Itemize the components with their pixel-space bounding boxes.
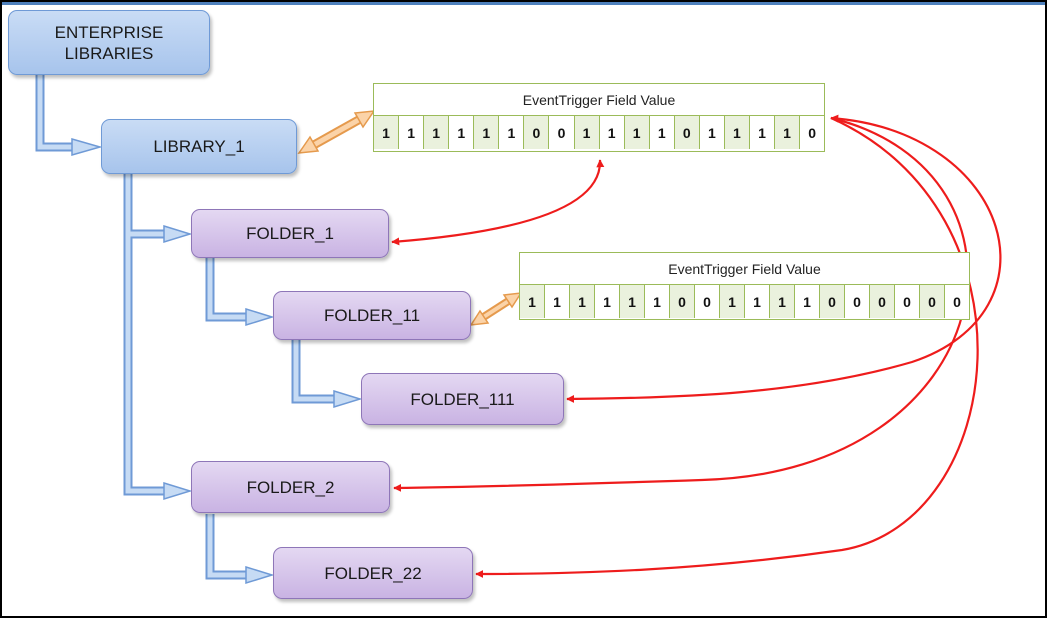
node-library-1[interactable]: LIBRARY_1 (101, 119, 297, 174)
node-folder-2[interactable]: FOLDER_2 (191, 461, 390, 513)
bit-cell: 1 (724, 116, 750, 149)
node-folder-1[interactable]: FOLDER_1 (191, 209, 389, 258)
event-trigger-field-library: EventTrigger Field Value 1 1 1 1 1 1 0 0… (373, 83, 825, 152)
bit-cell: 1 (699, 116, 725, 149)
bit-cell: 0 (800, 116, 825, 149)
bit-cell: 1 (520, 285, 545, 318)
bit-cell: 1 (720, 285, 745, 318)
event-trigger-field-folder11: EventTrigger Field Value 1 1 1 1 1 1 0 0… (519, 252, 970, 320)
bit-cell: 1 (620, 285, 645, 318)
bit-cell: 1 (499, 116, 525, 149)
bit-cell: 1 (775, 116, 801, 149)
bit-cell: 0 (524, 116, 550, 149)
bit-cell: 1 (795, 285, 820, 318)
connector-folder2-folder22 (205, 514, 248, 580)
event-trigger-bits: 1 1 1 1 1 1 0 0 1 1 1 1 0 0 0 0 0 0 (520, 285, 969, 318)
bit-cell: 1 (424, 116, 450, 149)
bit-cell: 1 (595, 285, 620, 318)
node-folder-111[interactable]: FOLDER_111 (361, 373, 564, 425)
connector-enterprise-library (35, 74, 74, 152)
bit-cell: 1 (645, 285, 670, 318)
node-folder-22[interactable]: FOLDER_22 (273, 547, 473, 599)
red-arrow-folder2 (393, 116, 969, 492)
bit-cell: 0 (845, 285, 870, 318)
bit-cell: 0 (695, 285, 720, 318)
bit-cell: 1 (770, 285, 795, 318)
node-folder-11[interactable]: FOLDER_11 (273, 291, 471, 340)
bit-cell: 1 (570, 285, 595, 318)
bit-cell: 1 (649, 116, 675, 149)
red-arrows (391, 114, 1002, 578)
bit-cell: 1 (545, 285, 570, 318)
orange-double-arrow-library (297, 110, 376, 154)
event-trigger-bits: 1 1 1 1 1 1 0 0 1 1 1 1 0 1 1 1 1 0 (374, 116, 825, 149)
top-accent-line (2, 2, 1045, 5)
event-trigger-title: EventTrigger Field Value (374, 84, 824, 116)
bit-cell: 0 (820, 285, 845, 318)
bit-cell: 1 (374, 116, 400, 149)
bit-cell: 0 (920, 285, 945, 318)
bit-cell: 1 (745, 285, 770, 318)
bit-cell: 1 (474, 116, 500, 149)
bit-cell: 1 (599, 116, 625, 149)
red-arrow-folder22 (475, 116, 979, 578)
bit-cell: 1 (449, 116, 475, 149)
node-enterprise-libraries[interactable]: ENTERPRISE LIBRARIES (8, 10, 210, 75)
bit-cell: 0 (895, 285, 920, 318)
connector-folder1-folder11 (205, 257, 248, 322)
orange-double-arrow-folder11 (469, 292, 523, 326)
bit-cell: 1 (749, 116, 775, 149)
bit-cell: 1 (624, 116, 650, 149)
bit-cell: 0 (870, 285, 895, 318)
bit-cell: 0 (674, 116, 700, 149)
bit-cell: 0 (945, 285, 969, 318)
bit-cell: 1 (574, 116, 600, 149)
red-arrow-folder111 (566, 114, 1002, 403)
bit-cell: 0 (670, 285, 695, 318)
tree-arrowheads (71, 138, 363, 585)
connector-folder11-folder111 (291, 340, 336, 404)
event-trigger-title: EventTrigger Field Value (520, 253, 969, 285)
bit-cell: 1 (399, 116, 425, 149)
red-arrow-folder1 (391, 159, 605, 246)
connector-library-folder2 (123, 174, 166, 496)
bit-cell: 0 (549, 116, 575, 149)
